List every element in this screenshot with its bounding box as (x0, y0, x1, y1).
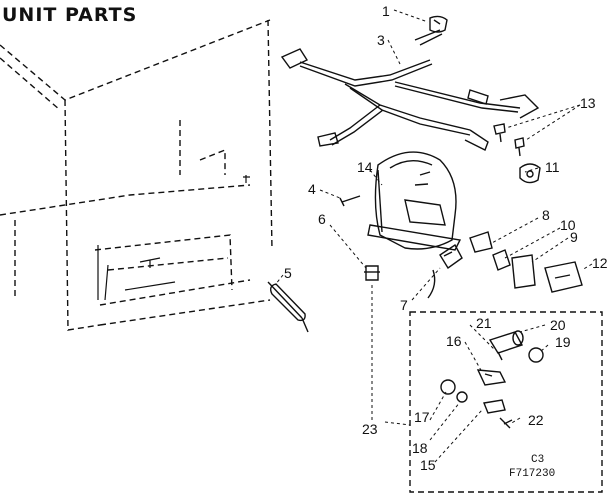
callout-16: 16 (446, 333, 462, 349)
callout-3: 3 (377, 32, 385, 48)
refrigerator-cabinet (0, 19, 273, 331)
callout-1: 1 (382, 3, 390, 19)
callout-8: 8 (542, 207, 550, 223)
callout-11: 11 (545, 159, 560, 175)
part-3-wiring-harness (280, 29, 540, 151)
callout-20: 20 (550, 317, 566, 333)
callout-19: 19 (555, 334, 571, 350)
callout-12: 12 (592, 255, 608, 271)
part-11-clamp (519, 163, 541, 184)
callout-17: 17 (414, 409, 430, 425)
callout-18: 18 (412, 440, 428, 456)
callout-4: 4 (308, 181, 316, 197)
figure-code: C3 (531, 454, 545, 466)
diagram-title: UNIT PARTS (2, 4, 138, 26)
part-5-drier (267, 281, 309, 333)
part-21-screw (497, 351, 503, 361)
callout-6: 6 (318, 211, 326, 227)
part-15-bracket (483, 399, 506, 414)
part-16-terminal (476, 369, 507, 386)
callout-7: 7 (400, 297, 408, 313)
callout-5: 5 (284, 265, 292, 281)
callout-9: 9 (570, 229, 578, 245)
callout-21: 21 (476, 315, 492, 331)
part-22-screw (499, 417, 513, 429)
part-4-bolt (339, 195, 361, 207)
part-6-mount (364, 265, 380, 281)
part-18-spacer (456, 391, 468, 403)
part-14-compressor (367, 151, 462, 251)
figure-id: F717230 (509, 468, 556, 480)
part-1-grommet (429, 15, 448, 33)
part-12-bracket (544, 261, 583, 293)
relay-cluster (427, 231, 536, 299)
callout-15: 15 (420, 457, 436, 473)
callout-14: 14 (357, 159, 373, 175)
inset-box (409, 311, 603, 493)
part-13-screws (493, 123, 525, 157)
part-17-relay (440, 379, 456, 395)
callout-13: 13 (580, 95, 596, 111)
callout-23: 23 (362, 421, 378, 437)
cabinet-details (97, 175, 250, 301)
callout-22: 22 (528, 412, 544, 428)
part-19-cap (528, 347, 544, 363)
leader-lines (274, 9, 593, 463)
callout-10: 10 (560, 217, 576, 233)
part-20-capacitor (488, 330, 524, 354)
